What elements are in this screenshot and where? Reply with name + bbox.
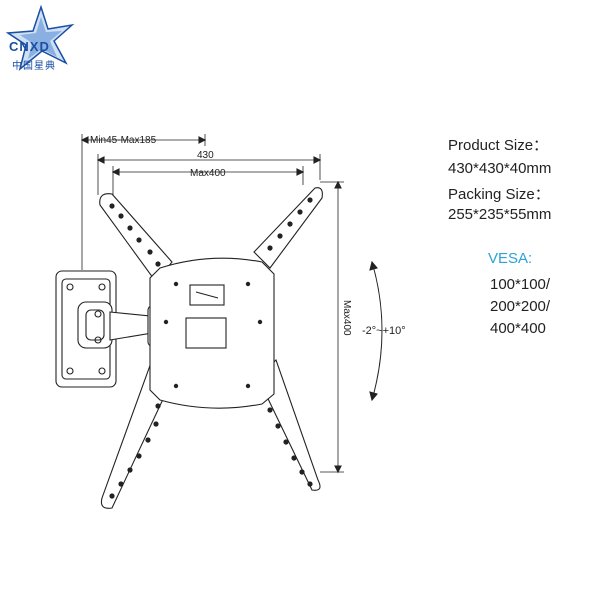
logo-brand: CNXD (9, 39, 50, 54)
dim-arm-extension: Min45-Max185 (90, 135, 157, 146)
dim-tilt: -2°~+10° (362, 325, 406, 337)
product-size-value: 430*430*40mm (448, 160, 552, 177)
dim-max-vertical: Max400 (341, 300, 352, 336)
vesa-item-400: 400*400 (490, 320, 546, 337)
vesa-item-100: 100*100/ (490, 276, 551, 293)
product-size-label: Product Size： (448, 137, 549, 154)
logo-subtitle: 中国星典 (12, 61, 56, 72)
vesa-item-200: 200*200/ (490, 298, 551, 315)
packing-size-label: Packing Size： (448, 186, 550, 203)
dim-max-horizontal: Max400 (190, 168, 226, 179)
dim-width: 430 (197, 150, 214, 161)
vesa-title: VESA: (488, 250, 533, 267)
logo-star-icon (6, 5, 75, 72)
packing-size-value: 255*235*55mm (448, 206, 552, 223)
